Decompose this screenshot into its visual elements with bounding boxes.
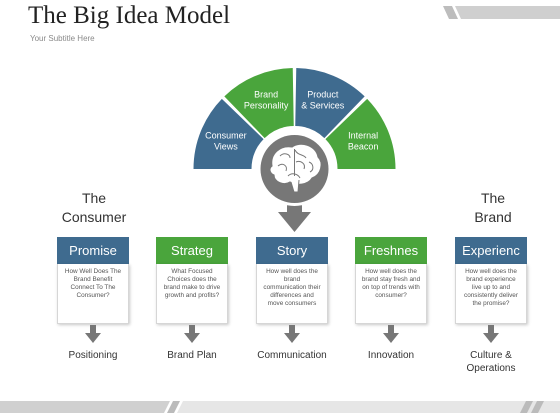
page-subtitle: Your Subtitle Here — [30, 34, 95, 43]
column-title: Story — [256, 237, 328, 264]
column-result: Positioning — [68, 350, 118, 361]
column-title: Promise — [57, 237, 129, 264]
column-title: Freshnes — [355, 237, 427, 264]
column-result-line: Culture & — [470, 350, 512, 361]
down-arrow-icon — [383, 325, 399, 343]
fan-segment-label: Product& Services — [301, 90, 345, 111]
page-title: The Big Idea Model — [28, 2, 231, 29]
down-arrow-icon — [284, 325, 300, 343]
column-description: How well does the brand experience live … — [455, 264, 527, 324]
fan-segment-product-services — [295, 68, 365, 139]
column-title: Strateg — [156, 237, 228, 264]
column-description: What Focused Choices does the brand make… — [156, 264, 228, 324]
fan-segment-brand-personality — [224, 68, 294, 139]
side-label-consumer-line1: The — [81, 190, 107, 206]
fan-segment-label-line: Beacon — [348, 141, 379, 151]
side-label-brand-line2: Brand — [474, 209, 512, 225]
column-result-line: Operations — [466, 363, 516, 374]
down-arrow-icon — [483, 325, 499, 343]
column-title: Experienc — [455, 237, 527, 264]
side-label-brand: The Brand — [454, 189, 532, 227]
column-description: How well does the brand communication th… — [256, 264, 328, 324]
down-arrow-icon — [85, 325, 101, 343]
fan-segment-label-line: Brand — [254, 90, 278, 100]
fan-segment-label-line: Views — [214, 141, 238, 151]
fan-segment-label-line: Internal — [348, 130, 378, 140]
fan-segment-label-line: & Services — [301, 101, 345, 111]
fan-segment-label-line: Personality — [244, 101, 289, 111]
column-description: How well does the brand stay fresh and o… — [355, 264, 427, 324]
fan-segment-label-line: Consumer — [205, 130, 247, 140]
fan-segment-label-line: Product — [307, 90, 339, 100]
column-result: Brand Plan — [167, 350, 217, 361]
column-result: Innovation — [367, 350, 415, 361]
brain-icon — [257, 132, 332, 206]
column-result: Communication — [257, 350, 327, 361]
side-label-brand-line1: The — [480, 190, 506, 206]
fan-segment-consumer-views — [193, 98, 264, 169]
fan-segment-internal-beacon — [325, 98, 396, 169]
column-description: How Well Does The Brand Benefit Connect … — [57, 264, 129, 324]
side-label-consumer: The Consumer — [55, 189, 133, 227]
column-result: Culture & Operations — [435, 349, 547, 375]
side-label-consumer-line2: Consumer — [61, 209, 127, 225]
down-arrow-icon — [184, 325, 200, 343]
